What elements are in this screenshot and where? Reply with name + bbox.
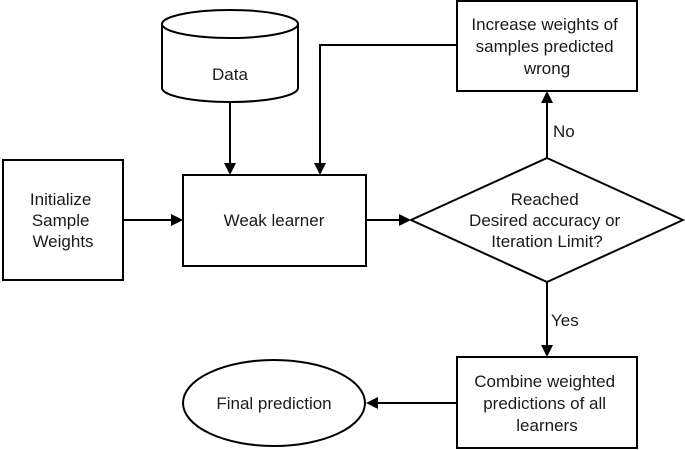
edge-decision-to-increase xyxy=(541,91,553,158)
combine-predictions-node: Combine weighted predictions of all lear… xyxy=(456,356,638,449)
edge-combine-to-final xyxy=(366,397,457,409)
edge-label-no: No xyxy=(553,122,575,141)
edge-init-to-weak-learner xyxy=(123,214,183,226)
decision-label: Reached Desired accuracy or Iteration Li… xyxy=(469,190,625,251)
weak-learner-node: Weak learner xyxy=(182,174,367,267)
edge-increase-to-weak-learner xyxy=(314,44,457,175)
initialize-weights-node: Initialize Sample Weights xyxy=(2,159,124,281)
increase-weights-label: Increase weights of samples predicted wr… xyxy=(471,15,622,78)
combine-predictions-label: Combine weighted predictions of all lear… xyxy=(474,372,620,435)
final-prediction-node: Final prediction xyxy=(182,359,366,447)
data-cylinder-node: Data xyxy=(161,9,299,103)
edge-data-to-weak-learner xyxy=(224,102,236,175)
edge-label-yes: Yes xyxy=(551,311,579,330)
edge-decision-to-combine xyxy=(541,282,553,357)
weak-learner-label: Weak learner xyxy=(224,211,325,230)
decision-diamond-node: Reached Desired accuracy or Iteration Li… xyxy=(408,156,685,284)
edge-weak-learner-to-decision xyxy=(366,214,411,226)
initialize-weights-label: Initialize Sample Weights xyxy=(30,190,96,251)
final-prediction-label: Final prediction xyxy=(216,394,331,413)
data-node-label: Data xyxy=(212,65,248,84)
increase-weights-node: Increase weights of samples predicted wr… xyxy=(456,0,638,92)
